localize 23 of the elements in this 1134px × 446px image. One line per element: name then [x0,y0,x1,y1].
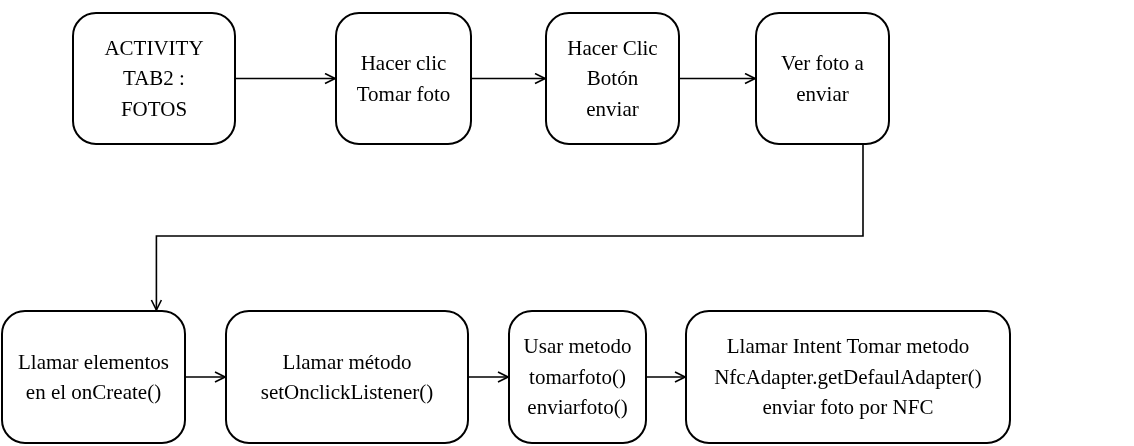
arrow [150,144,864,311]
process-box [545,12,680,145]
box-text: ACTIVITY TAB2 : FOTOS [103,34,205,123]
arrow [235,72,336,85]
process-box [72,12,236,145]
process-box [508,310,647,444]
box-text: Usar metodo tomarfoto() enviarfoto() [522,333,633,422]
box-text: Llamar Intent Tomar metodo NfcAdapter.getDefaulAdapter() enviar foto por NFC [713,333,983,422]
process-box [755,12,890,145]
arrow [646,371,686,383]
arrow [679,72,756,85]
box-text: Llamar método setOnclickListener() [259,348,435,406]
process-box [685,310,1011,444]
arrow [471,72,546,85]
process-box [1,310,186,444]
process-box [335,12,472,145]
arrow [468,371,509,383]
process-box [225,310,469,444]
box-text: Hacer Clic Botón enviar [567,34,658,123]
box-text: Llamar elementos en el onCreate() [17,348,170,406]
box-text: Ver foto a enviar [780,50,865,108]
arrow [185,371,226,383]
box-text: Hacer clic Tomar foto [355,50,452,108]
